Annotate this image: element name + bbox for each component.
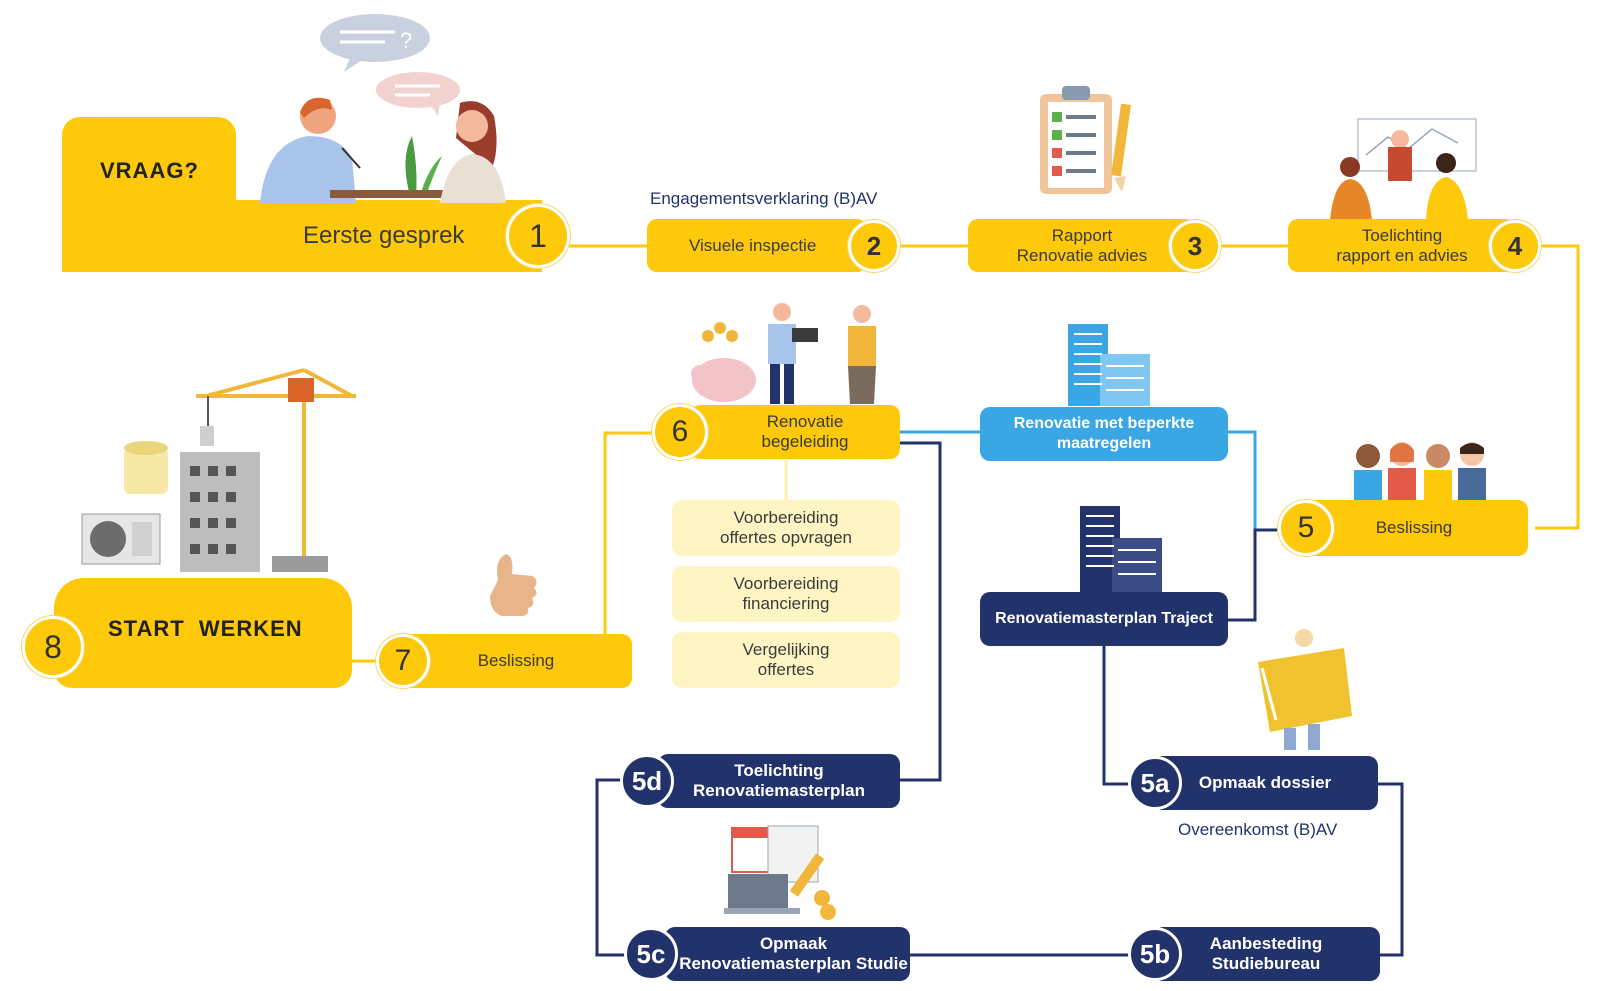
- step-5a-label: Opmaak dossier: [1198, 773, 1332, 792]
- step-6-label-line1: Renovatie: [766, 412, 844, 431]
- sub-step-offertes-opvragen[interactable]: Voorbereiding offertes opvragen: [672, 500, 900, 556]
- sub-step-financiering[interactable]: Voorbereiding financiering: [672, 566, 900, 622]
- step-7-label: Beslissing: [477, 651, 555, 670]
- engagement-label: Engagementsverklaring (B)AV: [650, 189, 878, 208]
- sub-step-3-line1: Vergelijking: [742, 640, 830, 659]
- step-5b-label-line1: Aanbesteding: [1209, 934, 1323, 953]
- step-5-box[interactable]: Beslissing: [1300, 500, 1528, 556]
- step-2-number: 2: [848, 220, 900, 272]
- connector-blue-5: [1228, 430, 1282, 532]
- eerste-gesprek-block: [62, 200, 542, 272]
- connector-5d-6: [900, 441, 942, 782]
- step-5a-number: 5a: [1128, 756, 1182, 810]
- step-2-box[interactable]: Visuele inspectie: [647, 219, 867, 272]
- step-4-number: 4: [1489, 220, 1541, 272]
- renovatie-beperkt-box[interactable]: Renovatie met beperkte maatregelen: [980, 407, 1228, 461]
- step-5-label: Beslissing: [1375, 518, 1453, 537]
- step-5d-box[interactable]: Toelichting Renovatiemasterplan: [658, 754, 900, 808]
- connector-4-5: [1530, 244, 1580, 530]
- renovatie-beperkt-line1: Renovatie met beperkte: [1013, 415, 1195, 432]
- sub-step-vergelijking[interactable]: Vergelijking offertes: [672, 632, 900, 688]
- presentation-illustration: [1330, 118, 1477, 220]
- step-6-box[interactable]: Renovatie begeleiding: [690, 405, 900, 459]
- renovatiemasterplan-traject-box[interactable]: Renovatiemasterplan Traject: [980, 592, 1228, 646]
- connector-5-traject: [1228, 528, 1282, 622]
- thumbs-up-icon: [490, 554, 537, 616]
- step-5b-box[interactable]: Aanbesteding Studiebureau: [1152, 927, 1380, 981]
- sub-step-2-line2: financiering: [742, 594, 830, 613]
- sub-step-3-line2: offertes: [757, 660, 815, 679]
- eerste-gesprek-label: Eerste gesprek: [303, 222, 465, 249]
- connector-5c-5d: [595, 778, 640, 957]
- planning-illustration: [724, 825, 836, 920]
- step-1-number: 1: [506, 204, 570, 268]
- step-8-number: 8: [22, 616, 84, 678]
- step-5b-number: 5b: [1128, 927, 1182, 981]
- team-illustration: [1354, 442, 1486, 500]
- step-7-box[interactable]: Beslissing: [400, 634, 632, 688]
- step-4-label-line2: rapport en advies: [1336, 245, 1468, 265]
- start-werken-title: START WERKEN: [108, 616, 303, 641]
- step-2-label: Visuele inspectie: [689, 235, 817, 255]
- step-7-number: 7: [376, 634, 430, 688]
- conversation-illustration: ?: [260, 14, 506, 203]
- renovatie-beperkt-line2: maatregelen: [1056, 435, 1152, 452]
- dossier-illustration: [1258, 629, 1352, 750]
- step-5d-number: 5d: [620, 754, 674, 808]
- sub-step-2-line1: Voorbereiding: [733, 574, 839, 593]
- step-3-label-line1: Rapport: [1051, 225, 1113, 245]
- construction-illustration: [81, 368, 356, 572]
- step-6-number: 6: [652, 404, 708, 460]
- step-3-label-line2: Renovatie advies: [1016, 245, 1148, 265]
- step-5c-box[interactable]: Opmaak Renovatiemasterplan Studie: [665, 927, 910, 981]
- connector-5a-5b: [1378, 782, 1404, 957]
- step-5c-label-line1: Opmaak: [759, 934, 828, 953]
- step-4-box[interactable]: Toelichting rapport en advies: [1288, 219, 1516, 272]
- sub-step-1-line2: offertes opvragen: [720, 528, 852, 547]
- step-5c-number: 5c: [624, 927, 678, 981]
- vraag-tab: [62, 117, 236, 207]
- step-5d-label-line1: Toelichting: [734, 761, 824, 780]
- clipboard-illustration: [1040, 86, 1131, 194]
- step-5a-box[interactable]: Opmaak dossier: [1152, 756, 1378, 810]
- renovatiemasterplan-traject-label: Renovatiemasterplan Traject: [995, 610, 1213, 627]
- start-werken-block: [54, 578, 352, 688]
- vraag-title: VRAAG?: [100, 158, 199, 183]
- step-4-label-line1: Toelichting: [1361, 225, 1443, 245]
- step-3-number: 3: [1169, 220, 1221, 272]
- finance-illustration: [691, 303, 876, 404]
- connector-traject-5a: [1102, 646, 1130, 786]
- sub-step-1-line1: Voorbereiding: [733, 508, 839, 527]
- step-3-box[interactable]: Rapport Renovatie advies: [968, 219, 1196, 272]
- overeenkomst-label: Overeenkomst (B)AV: [1178, 820, 1338, 839]
- building-navy-illustration: [1080, 506, 1162, 592]
- step-6-label-line2: begeleiding: [761, 432, 849, 451]
- step-5b-label-line2: Studiebureau: [1211, 954, 1321, 973]
- step-5c-label-line2: Renovatiemasterplan Studie: [679, 954, 908, 973]
- svg-text:?: ?: [400, 28, 412, 53]
- building-blue-illustration: [1068, 324, 1150, 406]
- step-5-number: 5: [1278, 500, 1334, 556]
- step-5d-label-line2: Renovatiemasterplan: [693, 781, 865, 800]
